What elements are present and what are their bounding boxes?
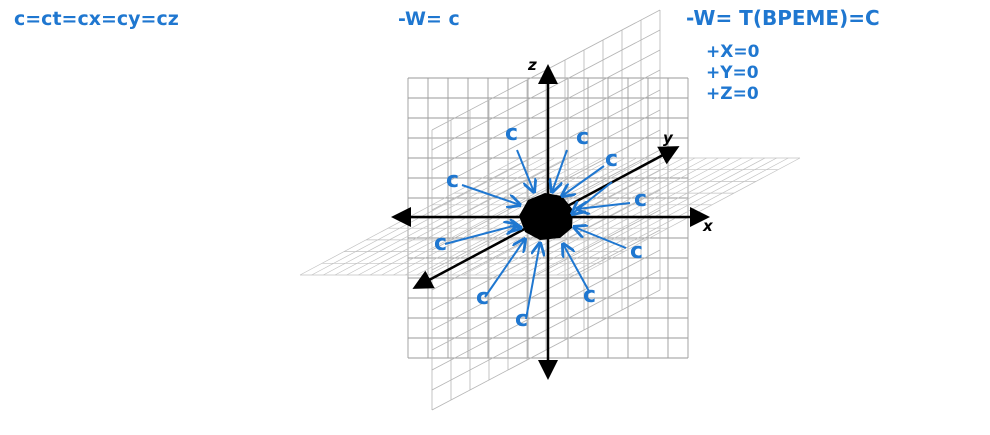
inward-arrow [484,239,525,298]
inward-arrow [444,225,517,245]
yz-grid-line [431,289,661,411]
arrows-group [444,149,631,320]
yz-grid-line [431,269,661,391]
yz-grid-line [431,29,661,151]
inward-arrow [461,184,520,205]
y-axis-label: y [663,129,674,147]
inward-arrow [552,149,568,192]
inward-arrow [562,165,605,196]
central-mass [519,193,573,240]
source-c-1: c [505,121,518,146]
inward-arrow [525,243,540,320]
inward-arrow [516,149,534,192]
z-axis-label: z [527,56,537,74]
source-c-7: c [630,239,643,264]
x-axis-label: x [702,217,714,235]
inward-arrow [574,227,627,249]
inward-arrow [572,181,613,214]
condition-y: +Y=0 [706,63,759,83]
equation-middle: -W= c [398,8,460,30]
source-c-6: c [434,231,447,256]
equation-right: -W= T(ВРЕМЕ)=C [686,6,880,30]
condition-z: +Z=0 [706,84,759,104]
condition-x: +X=0 [706,42,760,62]
equation-left: c=ct=cx=cy=cz [14,8,179,30]
inward-arrow [563,244,591,294]
source-c-10: c [515,307,528,332]
inward-arrow [510,226,521,228]
source-c-9: c [583,283,596,308]
source-c-8: c [476,285,489,310]
source-c-2: c [576,125,589,150]
source-c-4: c [446,168,459,193]
c-labels-group: c c c c c c c c c c [434,121,647,332]
source-c-3: c [605,147,618,172]
source-c-5: c [634,187,647,212]
